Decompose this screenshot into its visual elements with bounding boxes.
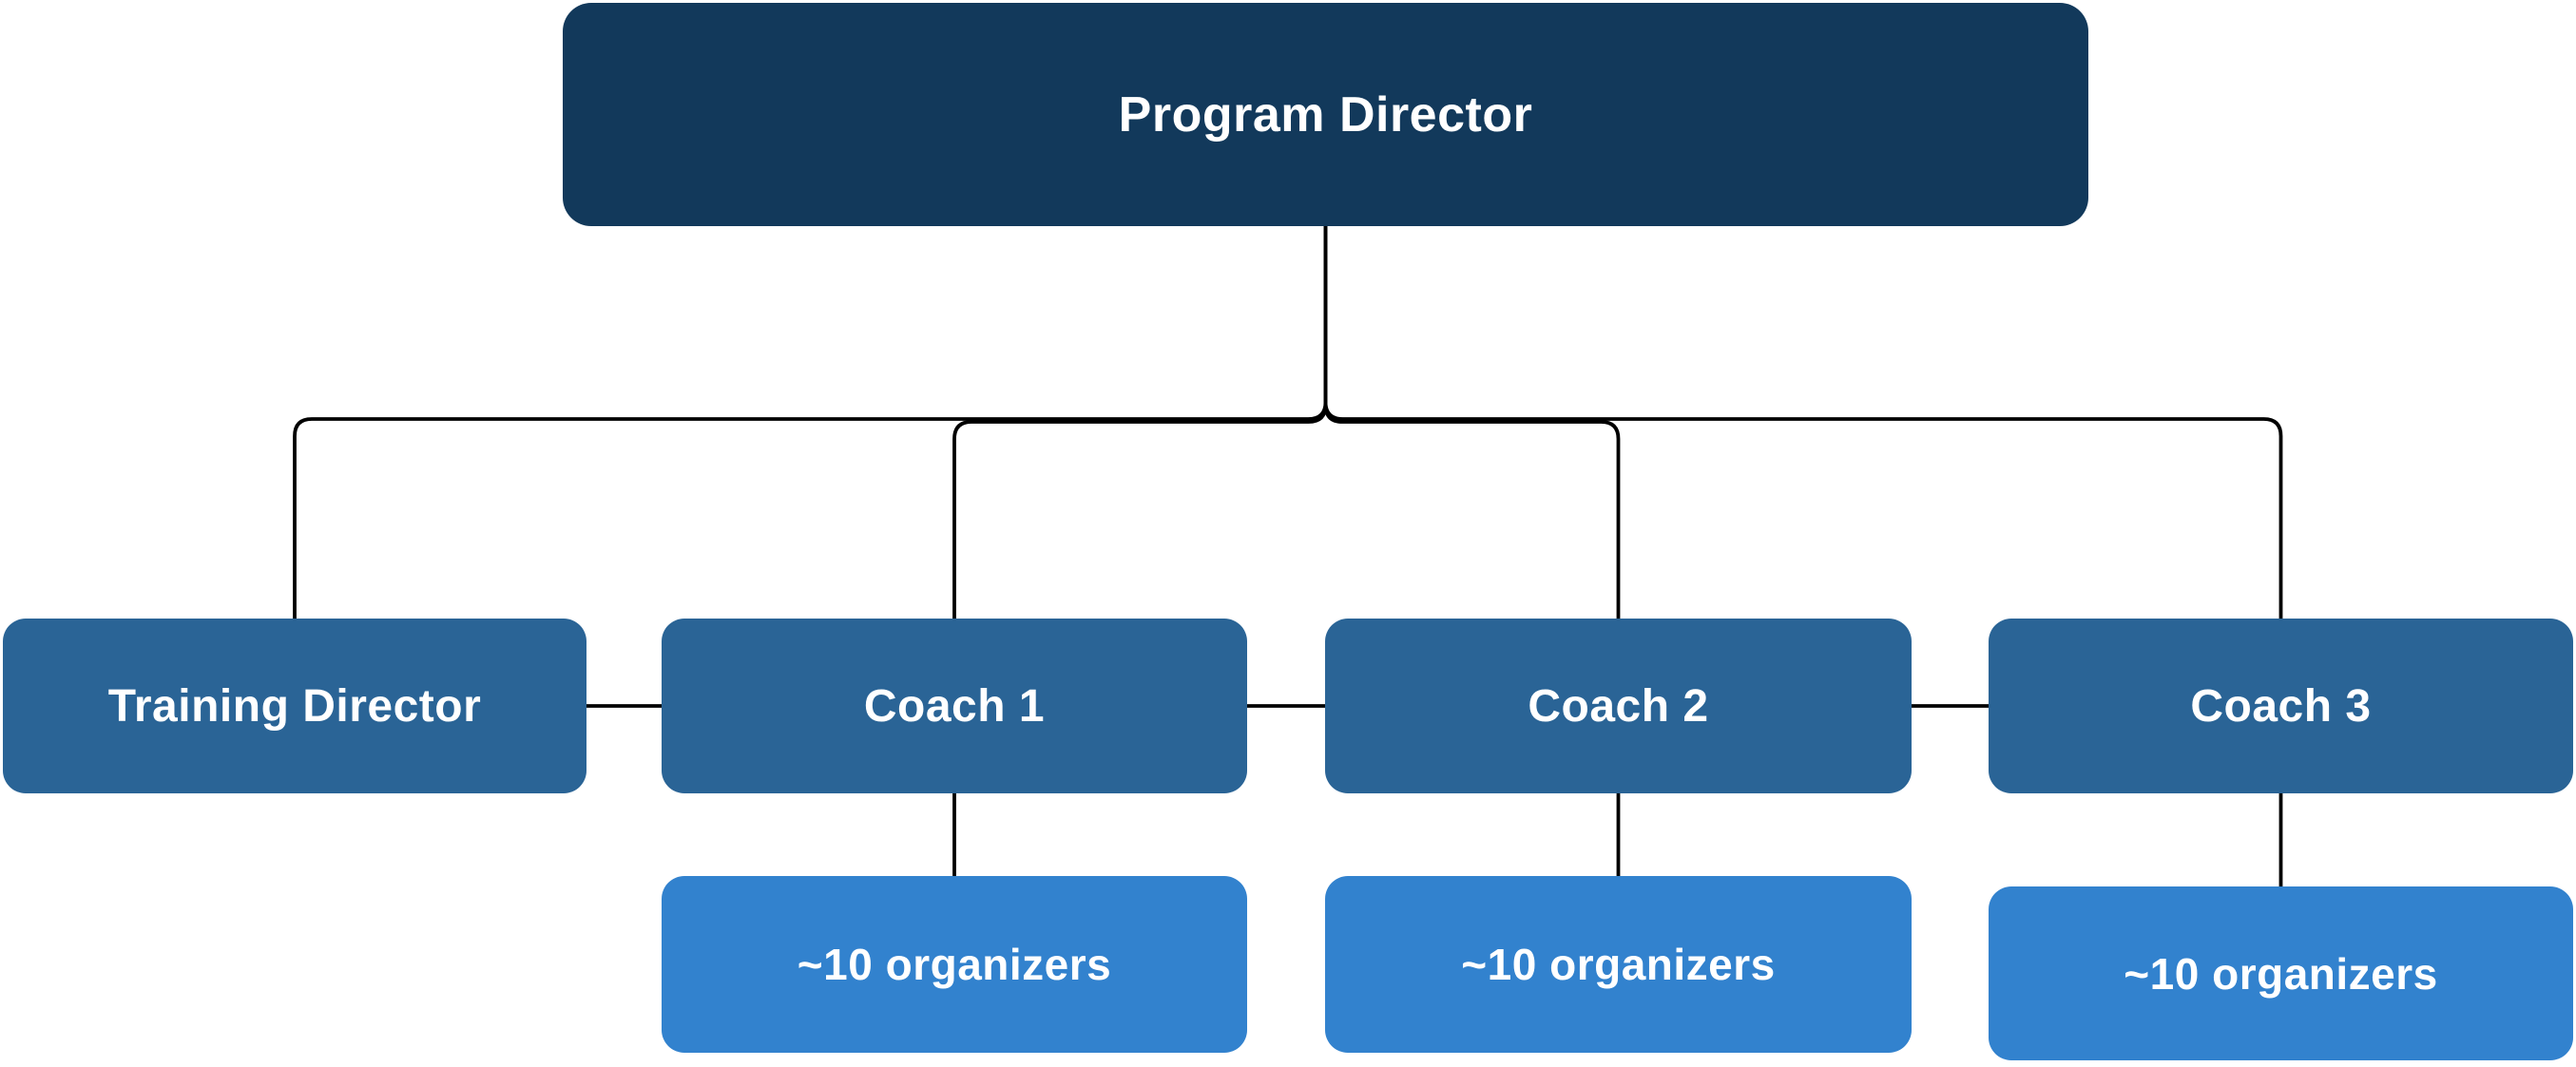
node-organizers-2: ~10 organizers <box>1325 876 1912 1053</box>
node-label: Coach 2 <box>1528 680 1709 732</box>
node-label: ~10 organizers <box>1461 940 1776 989</box>
node-label: ~10 organizers <box>797 940 1112 989</box>
edge-program-director-coach-3 <box>1323 226 2283 619</box>
edge-program-director-coach-1 <box>952 226 1328 619</box>
node-program-director: Program Director <box>563 3 2088 226</box>
node-label: Coach 3 <box>2190 680 2372 732</box>
node-label: Coach 1 <box>863 680 1046 732</box>
node-organizers-3: ~10 organizers <box>1989 886 2573 1060</box>
edge-program-director-coach-2 <box>1323 226 1621 619</box>
node-coach-2: Coach 2 <box>1325 619 1912 793</box>
node-label: Program Director <box>1118 86 1533 143</box>
node-label: ~10 organizers <box>2124 948 2438 999</box>
node-coach-3: Coach 3 <box>1989 619 2573 793</box>
node-coach-1: Coach 1 <box>662 619 1247 793</box>
node-organizers-1: ~10 organizers <box>662 876 1247 1053</box>
node-training-director: Training Director <box>3 619 586 793</box>
node-label: Training Director <box>107 680 482 732</box>
